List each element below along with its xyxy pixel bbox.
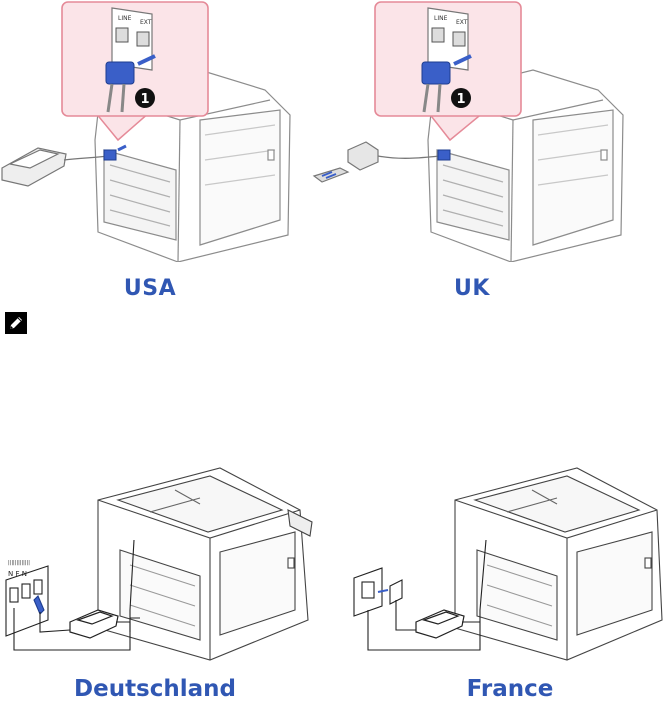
tae-socket: ||||||||||||| N F N xyxy=(5,560,49,637)
caption-france: France xyxy=(466,676,554,702)
uk-illustration: LINE EXT 1 xyxy=(300,0,664,263)
caption-usa: USA xyxy=(123,276,177,301)
ext-label-usa: EXT xyxy=(140,19,152,26)
france-illustration xyxy=(340,460,664,665)
telephone-france xyxy=(415,609,465,639)
caption-uk: UK xyxy=(454,276,490,301)
phone-cord-deutschland xyxy=(39,612,71,633)
svg-text:N F N: N F N xyxy=(8,570,27,578)
telephone-deutschland xyxy=(69,609,119,639)
line-label-usa: LINE xyxy=(118,15,132,22)
deutschland-illustration: ||||||||||||| N F N xyxy=(0,460,330,665)
phone-cord-uk xyxy=(377,155,441,159)
printer-france xyxy=(454,467,663,661)
svg-text:|||||||||||||: ||||||||||||| xyxy=(8,560,30,566)
callout-box-uk: LINE EXT 1 xyxy=(374,1,522,117)
phone-cord-france xyxy=(395,600,416,631)
note-pencil-icon xyxy=(5,312,27,334)
usa-illustration: LINE EXT 1 xyxy=(0,0,330,263)
ext-label-uk: EXT xyxy=(456,19,468,26)
france-wall-socket xyxy=(353,567,403,617)
telephone-usa xyxy=(1,147,67,187)
uk-adapter xyxy=(312,141,379,183)
step-marker-usa: 1 xyxy=(140,92,149,107)
step-marker-uk: 1 xyxy=(456,92,465,107)
callout-box-usa: LINE EXT 1 xyxy=(61,1,209,117)
line-label-uk: LINE xyxy=(434,15,448,22)
caption-deutschland: Deutschland xyxy=(74,676,236,702)
